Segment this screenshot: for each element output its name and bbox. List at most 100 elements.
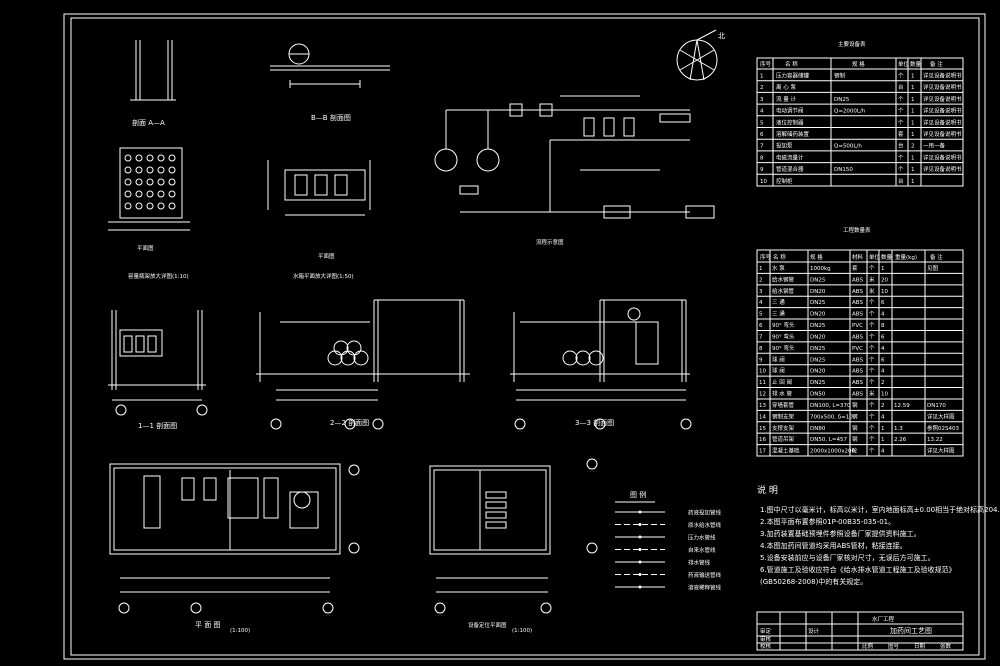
rack-hole	[135, 178, 143, 186]
legend-marker	[638, 560, 642, 564]
mt-cell: DN25	[810, 357, 826, 363]
main-plan: 平 面 图 (1:100)	[109, 463, 360, 634]
mt-h-weight: 重量(kg)	[895, 253, 917, 261]
mt-cell: 12	[759, 392, 766, 398]
mt-h-unit: 单位	[869, 253, 881, 261]
eq-cell: Q=2000L/h	[834, 109, 866, 115]
eq-h-no: 序号	[760, 60, 772, 68]
mt-cell: 6	[881, 357, 885, 363]
mt-cell: ABS	[852, 369, 863, 375]
rack-hole	[124, 154, 132, 162]
rack-hole	[124, 166, 132, 174]
legend: 图 例 药液投加管线原水给水管线压力水管线自来水管线排水管线药液输送管线溶液稀释…	[615, 490, 722, 592]
note-line: 3.加药装置基础预埋件参照设备厂家提供资料施工。	[760, 529, 921, 538]
eq-cell: 1	[911, 85, 915, 91]
rack-hole	[157, 190, 165, 198]
mt-cell: 3	[759, 289, 763, 295]
eq-cell: 个	[898, 166, 904, 173]
eq-cell: 详见设备说明书	[923, 72, 962, 80]
tb-row-0: 审定	[760, 627, 772, 635]
mt-cell: 4	[881, 346, 885, 352]
mt-cell: ABS	[852, 312, 863, 318]
mt-cell: 1.3	[894, 426, 903, 432]
eq-cell: 1	[911, 179, 915, 185]
mt-cell: 参照02S403	[927, 424, 959, 432]
materials-table-title: 工程数量表	[843, 226, 871, 234]
eq-cell: 2	[760, 85, 764, 91]
mt-cell: 球 阀	[772, 355, 785, 363]
eq-cell: 1	[911, 167, 915, 173]
mt-cell: 5	[759, 312, 763, 318]
mt-cell: DN50, L=457	[810, 437, 848, 443]
tb-bottom-2: 日期	[914, 643, 926, 650]
mt-h-qty: 数量	[881, 253, 893, 261]
title-plan-equip-scale: (1:100)	[512, 628, 532, 634]
mt-cell: 钢	[852, 412, 858, 420]
eq-cell: 1	[911, 109, 915, 115]
mt-h-no: 序号	[760, 253, 772, 261]
mt-cell: 10	[759, 369, 766, 375]
title-s22: 2—2 剖面图	[330, 418, 369, 427]
eq-cell: DN25	[834, 97, 850, 103]
eq-h-name: 名 称	[785, 60, 798, 68]
eq-cell: 5	[760, 120, 764, 126]
rack-hole	[146, 154, 154, 162]
mt-cell: 6	[759, 323, 763, 329]
eq-cell: 详见设备说明书	[923, 118, 962, 126]
mt-cell: 2.26	[894, 437, 907, 443]
mt-cell: 1	[881, 426, 885, 432]
tb-bottom-1: 图号	[888, 642, 900, 650]
mt-cell: 个	[869, 265, 875, 272]
rack-hole	[157, 166, 165, 174]
rack-plan-detail: 平面图 容量瓶架放大详图(1:10)	[108, 147, 190, 280]
tb-project: 水厂工程	[872, 615, 895, 623]
eq-cell: 详见设备说明书	[923, 95, 962, 103]
mt-cell: DN25	[810, 323, 826, 329]
note-line: 2.本图平面布置参照01P-00B35-035-01。	[760, 517, 895, 526]
eq-cell: 3	[760, 97, 764, 103]
legend-label: 溶液稀释管线	[688, 584, 722, 592]
tb-bottom-3: 张数	[940, 642, 952, 650]
mt-cell: ABS	[852, 380, 863, 386]
mt-cell: 止 回 阀	[772, 378, 792, 386]
rack-hole	[168, 154, 176, 162]
eq-cell: 4	[760, 109, 764, 115]
mt-cell: 个	[869, 379, 875, 386]
eq-cell: 钢制	[834, 72, 846, 80]
mt-cell: 6	[881, 300, 885, 306]
equipment-table-title: 主要设备表	[838, 40, 866, 48]
mt-cell: 6	[881, 334, 885, 340]
eq-cell: 台	[898, 142, 904, 150]
mt-cell: 90° 弯头	[772, 344, 795, 352]
mt-cell: ABS	[852, 334, 863, 340]
mt-cell: 15	[759, 426, 766, 432]
mt-cell: 米	[869, 275, 875, 283]
mt-cell: 10	[881, 392, 888, 398]
eq-cell: 7	[760, 144, 764, 150]
mt-cell: DN25	[810, 380, 826, 386]
mt-cell: 2	[881, 403, 885, 409]
equipment-plan: 设备定位平面图 (1:100)	[429, 458, 598, 634]
outer-border	[63, 13, 986, 660]
mt-h-mat: 材料	[852, 253, 864, 261]
mt-cell: 10	[881, 289, 888, 295]
title-plan-top: 平面图	[137, 244, 154, 252]
legend-label: 药液输送管线	[688, 571, 722, 579]
legend-marker	[638, 535, 642, 539]
mt-cell: 4	[881, 449, 885, 455]
eq-h-qty: 数量	[910, 60, 922, 68]
north-arrow: 北	[676, 29, 725, 81]
mt-cell: PVC	[852, 346, 863, 352]
eq-cell: 套	[898, 130, 904, 138]
eq-cell: 个	[898, 96, 904, 103]
eq-cell: 个	[898, 108, 904, 115]
mt-cell: 7	[759, 334, 763, 340]
mt-cell: 个	[869, 299, 875, 306]
mt-cell: DN25	[810, 346, 826, 352]
tb-drawing-title: 加药间工艺图	[890, 626, 932, 635]
mt-cell: 17	[759, 449, 766, 455]
eq-cell: 溶解储药装置	[776, 130, 810, 138]
eq-cell: 详见设备说明书	[923, 83, 962, 91]
eq-cell: 离 心 泵	[776, 83, 796, 91]
mt-cell: 混凝土基础	[772, 447, 800, 455]
